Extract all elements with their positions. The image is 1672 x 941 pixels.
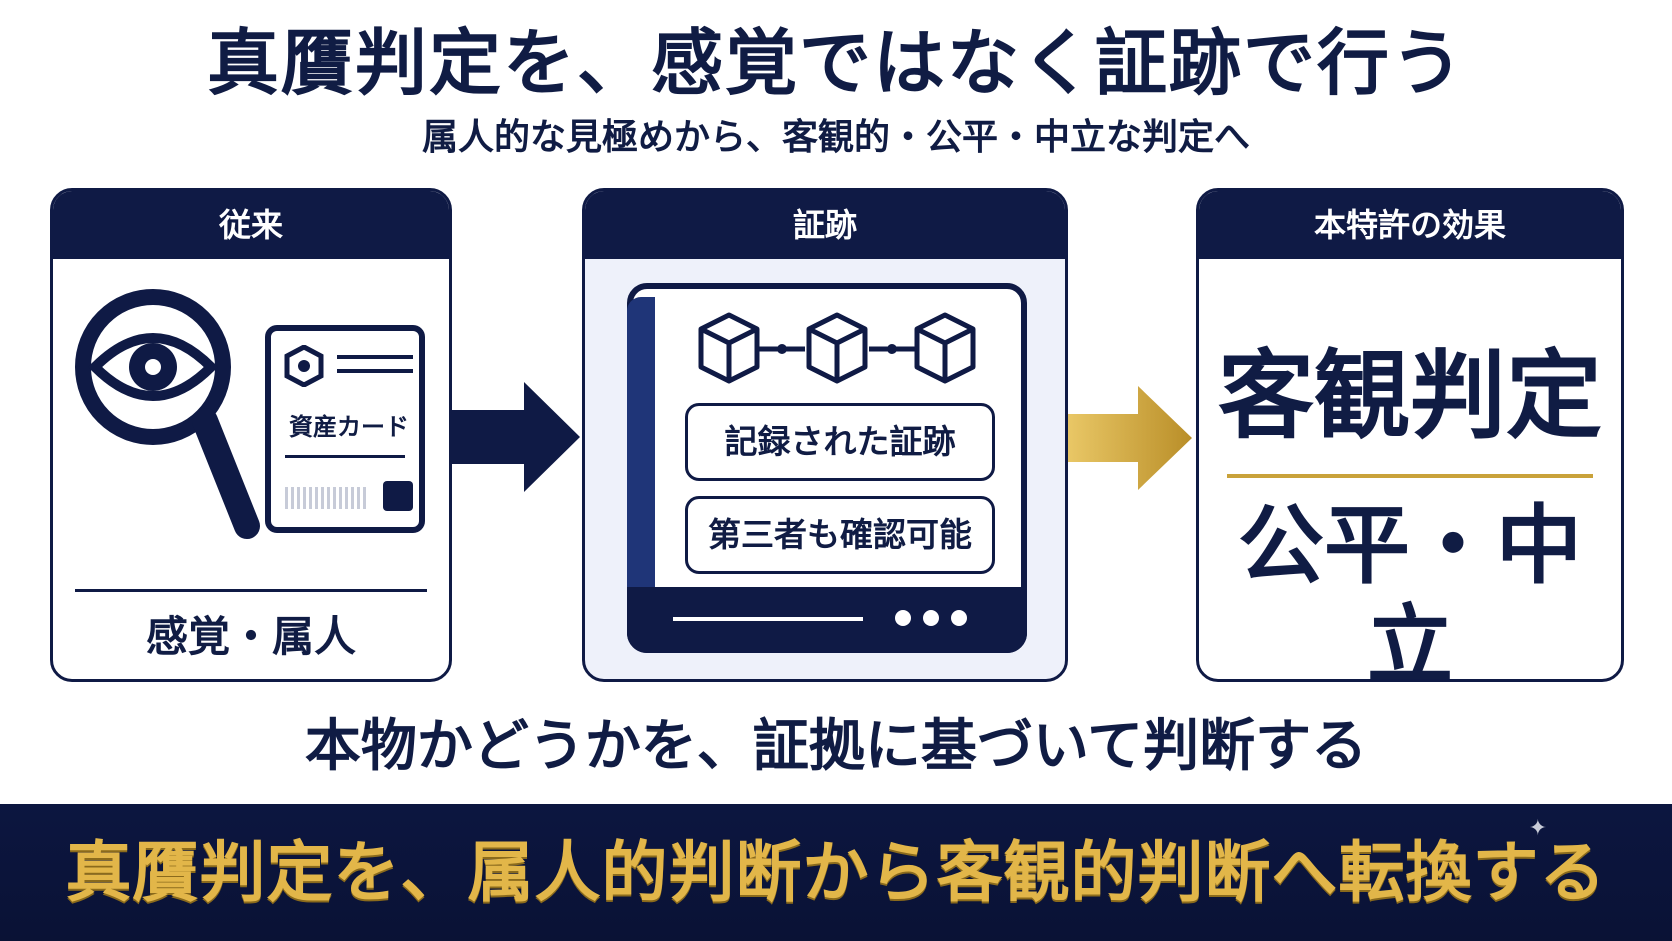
magnifier-eye-icon bbox=[75, 289, 260, 539]
recorded-evidence-box: 記録された証跡 bbox=[685, 403, 995, 481]
blockchain-cubes-icon bbox=[698, 312, 976, 384]
summary-statement: 本物かどうかを、証拠に基づいて判断する bbox=[304, 714, 1368, 779]
conventional-label: 感覚・属人 bbox=[145, 612, 356, 661]
conventional-divider bbox=[75, 589, 427, 592]
third-party-verify-box: 第三者も確認可能 bbox=[685, 496, 995, 574]
bottom-banner: 真贋判定を、属人的判断から客観的判断へ転換する ✦ bbox=[0, 804, 1672, 941]
effect-main-label: 客観判定 bbox=[1218, 340, 1602, 452]
sparkle-icon: ✦ bbox=[1528, 816, 1547, 841]
effect-gold-divider bbox=[1227, 474, 1593, 478]
page-subtitle: 属人的な見極めから、客観的・公平・中立な判定へ bbox=[421, 117, 1250, 158]
banner-text: 真贋判定を、属人的判断から客観的判断へ転換する bbox=[65, 834, 1607, 911]
conventional-panel: 従来 資産カード 感覚・属人 bbox=[50, 188, 452, 682]
conventional-panel-title: 従来 bbox=[53, 191, 449, 259]
effect-panel: 本特許の効果 客観判定 公平・中立 bbox=[1196, 188, 1624, 682]
evidence-panel-title: 証跡 bbox=[585, 191, 1065, 259]
evidence-panel: 証跡 記録された証跡 第三者も確認可能 bbox=[582, 188, 1068, 682]
arrow-right-icon bbox=[452, 382, 580, 492]
effect-panel-title: 本特許の効果 bbox=[1199, 191, 1621, 259]
effect-sub-label: 公平・中立 bbox=[1238, 496, 1582, 682]
page-title: 真贋判定を、感覚ではなく証跡で行う bbox=[206, 21, 1465, 105]
asset-card-label: 資産カード bbox=[289, 413, 409, 441]
asset-card-icon: 資産カード bbox=[265, 325, 425, 533]
arrow-right-gold-icon bbox=[1068, 386, 1192, 490]
